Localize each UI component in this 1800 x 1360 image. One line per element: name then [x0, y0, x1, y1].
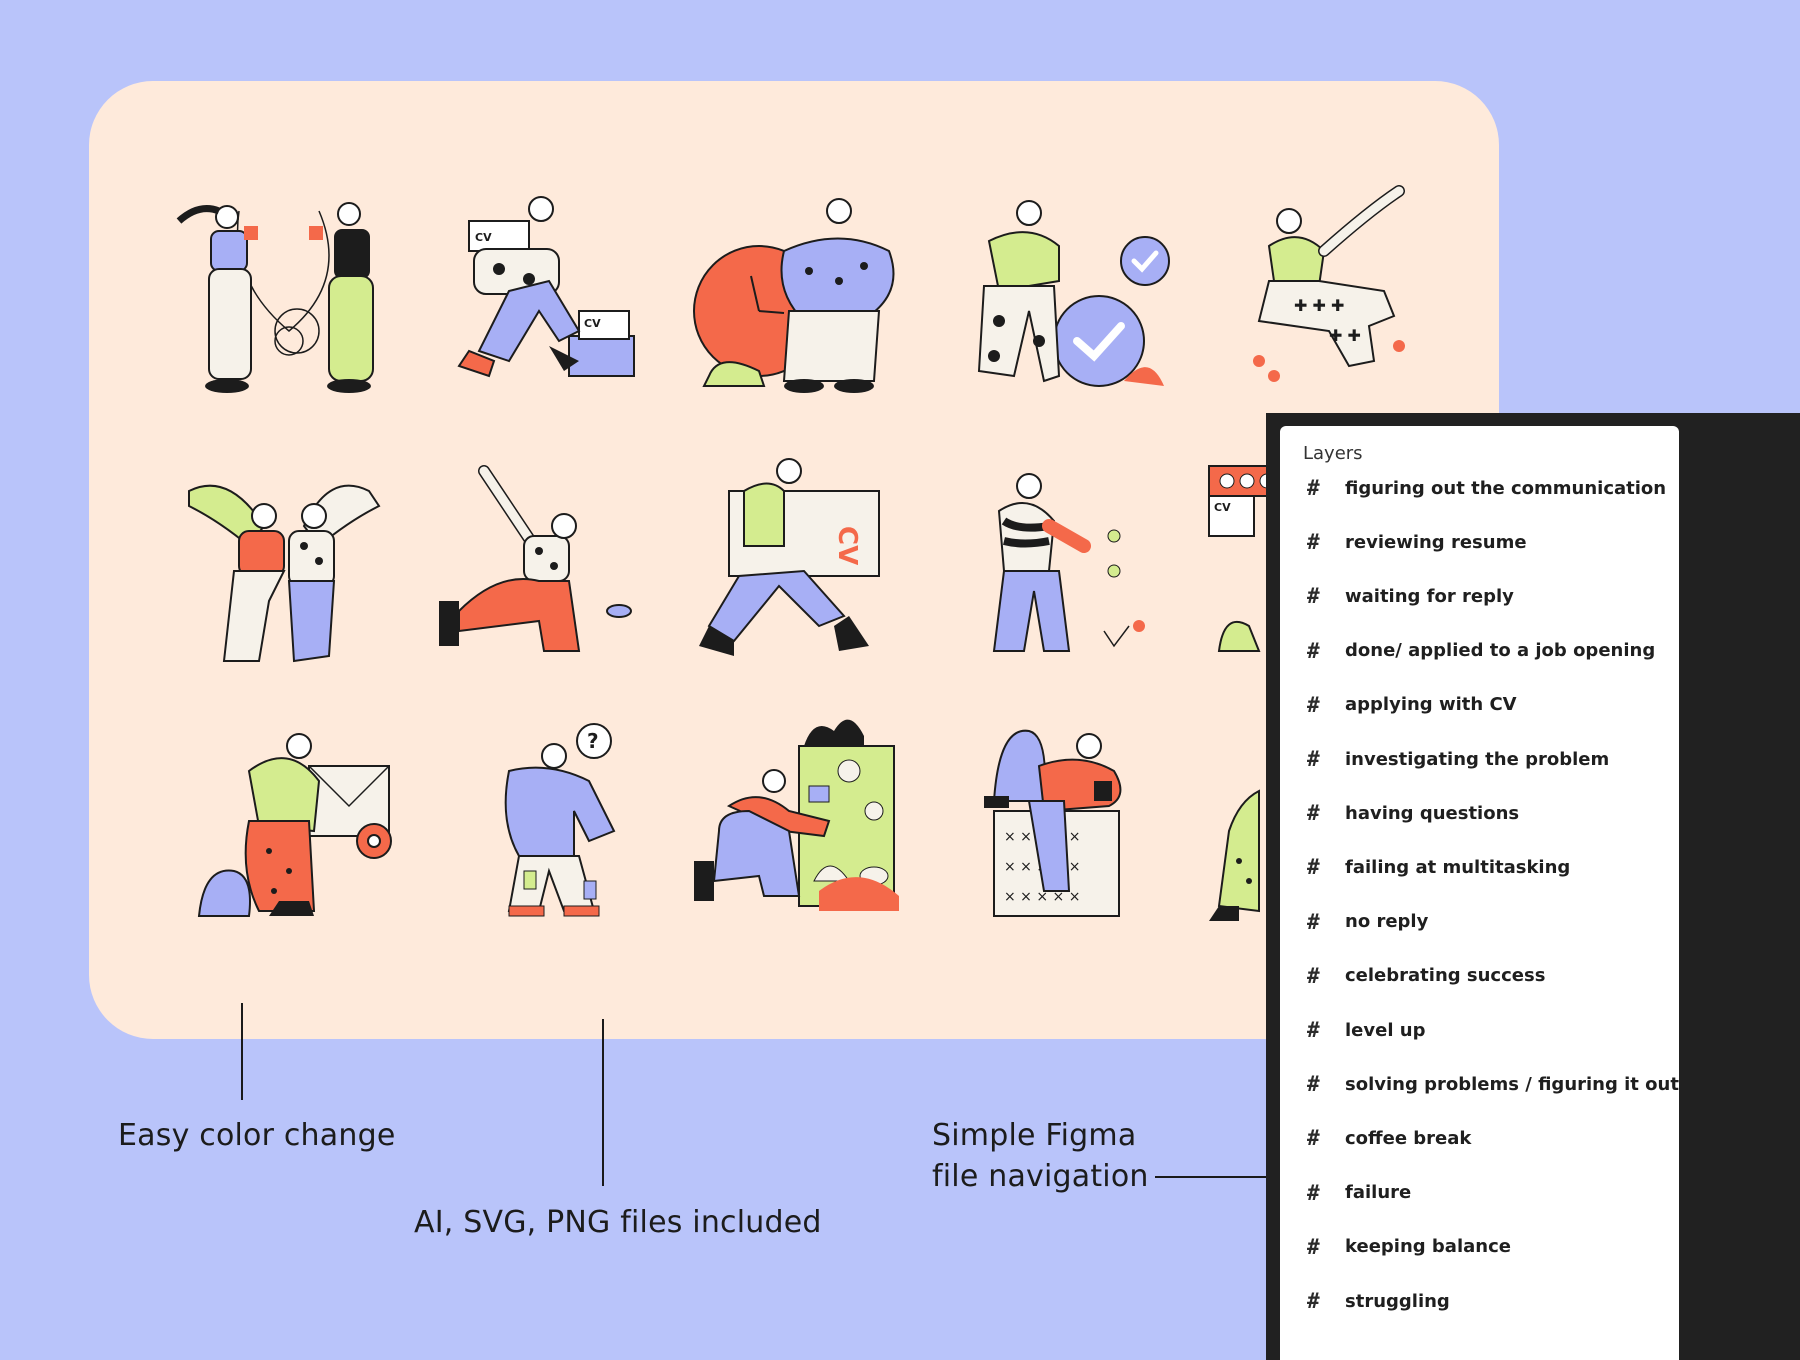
layer-row[interactable]: # failure [1280, 1166, 1679, 1220]
layer-label: reviewing resume [1345, 531, 1527, 553]
layers-panel-title: Layers [1303, 443, 1363, 464]
caption-files-included: AI, SVG, PNG files included [414, 1205, 822, 1240]
illustration-reviewing-resume: CV CV [439, 181, 679, 411]
layer-label: having questions [1345, 802, 1520, 824]
svg-text:✚ ✚: ✚ ✚ [1329, 326, 1361, 345]
layer-label: failing at multitasking [1345, 856, 1571, 878]
layer-row[interactable]: # having questions [1280, 786, 1679, 840]
layer-row[interactable]: # keeping balance [1280, 1220, 1679, 1274]
callout-line-files [602, 1019, 604, 1186]
cv-label: CV [832, 526, 862, 565]
layer-row[interactable]: # solving problems / figuring it out [1280, 1057, 1679, 1111]
layer-row[interactable]: # no reply [1280, 895, 1679, 949]
cv-label: CV [584, 317, 601, 330]
layer-label: waiting for reply [1345, 585, 1514, 607]
caption-figma-nav-line1: Simple Figma [932, 1118, 1137, 1153]
caption-easy-color-change: Easy color change [118, 1118, 396, 1153]
callout-line-color-change [241, 1003, 243, 1100]
frame-hash-icon: # [1307, 1289, 1320, 1313]
layer-label: failure [1345, 1182, 1412, 1204]
frame-hash-icon: # [1307, 855, 1320, 880]
illustration-having-questions: ? [439, 711, 679, 941]
layer-row[interactable]: # reviewing resume [1280, 515, 1679, 569]
layer-label: investigating the problem [1345, 748, 1610, 770]
question-mark: ? [587, 729, 599, 753]
layer-row[interactable]: # coffee break [1280, 1111, 1679, 1165]
svg-text:✚ ✚ ✚: ✚ ✚ ✚ [1294, 296, 1344, 315]
frame-hash-icon: # [1307, 801, 1320, 826]
illustration-solving-problems [689, 711, 929, 941]
illustration-keeping-balance [439, 451, 679, 681]
layer-row[interactable]: # investigating the problem [1280, 732, 1679, 786]
frame-hash-icon: # [1307, 747, 1320, 771]
illustration-struggling [1199, 711, 1439, 941]
frame-hash-icon: # [1307, 963, 1320, 988]
cv-label: CV [475, 231, 492, 244]
frame-hash-icon: # [1307, 584, 1320, 609]
illustration-figuring-out-communication [169, 181, 409, 411]
layer-label: applying with CV [1345, 694, 1517, 716]
layer-row[interactable]: # level up [1280, 1003, 1679, 1057]
illustration-coffee-break: × × × × × × × × × × × × × × × [949, 711, 1189, 941]
callout-line-figma-nav [1155, 1176, 1267, 1178]
layer-label: keeping balance [1345, 1236, 1511, 1258]
frame-hash-icon: # [1307, 1126, 1320, 1151]
layer-label: coffee break [1345, 1127, 1472, 1149]
illustration-level-up: ✚ ✚ ✚ ✚ ✚ [1199, 181, 1439, 411]
layer-row[interactable]: # figuring out the communication [1280, 461, 1679, 515]
layers-panel: Layers # figuring out the communication # r… [1280, 426, 1679, 1360]
layer-row[interactable]: # celebrating success [1280, 949, 1679, 1003]
illustration-waiting-for-reply [689, 181, 929, 411]
frame-hash-icon: # [1307, 692, 1320, 717]
layer-label: level up [1345, 1019, 1426, 1041]
frame-hash-icon: # [1307, 1072, 1320, 1097]
cv-label: CV [1214, 501, 1231, 514]
illustration-no-reply [189, 711, 429, 941]
illustration-failing-at-multitasking [949, 451, 1189, 681]
frame-hash-icon: # [1307, 909, 1320, 934]
layer-label: solving problems / figuring it out [1345, 1073, 1679, 1095]
layer-label: struggling [1345, 1290, 1450, 1312]
layer-label: figuring out the communication [1345, 477, 1667, 499]
frame-hash-icon: # [1307, 1180, 1320, 1205]
illustration-preview-card: CV CV [89, 81, 1499, 1039]
layer-row[interactable]: # applying with CV [1280, 678, 1679, 732]
illustration-done-applied [949, 181, 1189, 411]
layer-row[interactable]: # done/ applied to a job opening [1280, 624, 1679, 678]
layer-row[interactable]: # waiting for reply [1280, 569, 1679, 623]
illustration-celebrating-success [169, 451, 409, 681]
layer-label: no reply [1345, 911, 1429, 933]
frame-hash-icon: # [1307, 1234, 1320, 1259]
frame-hash-icon: # [1307, 530, 1320, 555]
frame-hash-icon: # [1307, 638, 1320, 663]
layer-row[interactable]: # struggling [1280, 1274, 1679, 1328]
frame-hash-icon: # [1307, 476, 1320, 500]
svg-text:× × × × ×: × × × × × [1004, 889, 1080, 905]
caption-figma-nav-line2: file navigation [932, 1159, 1149, 1194]
frame-hash-icon: # [1307, 1018, 1320, 1042]
layer-label: celebrating success [1345, 965, 1546, 987]
layer-label: done/ applied to a job opening [1345, 640, 1656, 662]
layer-row[interactable]: # failing at multitasking [1280, 840, 1679, 894]
illustration-applying-with-cv: CV [689, 451, 929, 681]
